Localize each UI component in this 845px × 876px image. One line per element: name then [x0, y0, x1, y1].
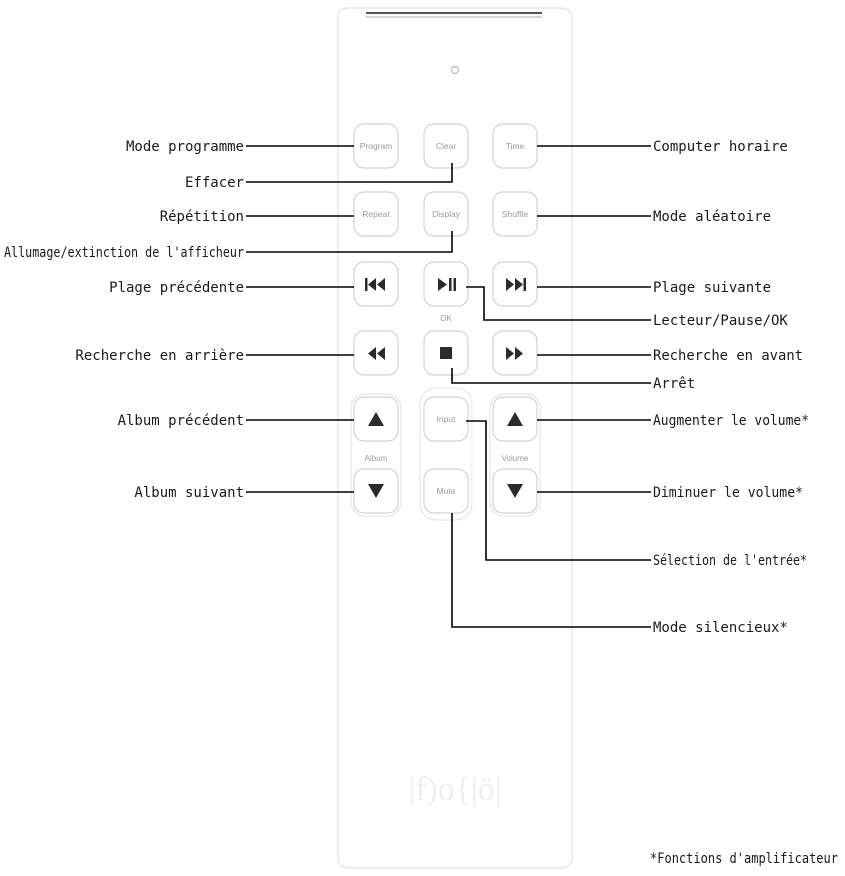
callout-repetition: Répétition	[160, 209, 244, 225]
ir-sensor	[450, 65, 460, 75]
program-button[interactable]: Program	[353, 123, 399, 169]
mute-button[interactable]: Mute	[423, 468, 469, 514]
rewind-button[interactable]	[353, 330, 399, 376]
fast-forward-button[interactable]	[492, 330, 538, 376]
volume-down-button[interactable]	[492, 468, 538, 514]
callout-diminuer-volume: Diminuer le volume*	[653, 485, 803, 501]
up-arrow-icon	[368, 412, 384, 426]
callout-mode-aleatoire: Mode aléatoire	[653, 209, 771, 225]
callout-effacer: Effacer	[185, 175, 244, 191]
play-pause-button[interactable]	[423, 261, 469, 307]
volume-group	[489, 393, 541, 517]
callout-arret: Arrêt	[653, 376, 695, 392]
volume-up-button[interactable]	[492, 396, 538, 442]
album-group	[350, 393, 402, 517]
up-arrow-icon	[507, 412, 523, 426]
callout-mode-silencieux: Mode silencieux*	[653, 620, 788, 636]
shuffle-button[interactable]: Shuffle	[492, 191, 538, 237]
stop-icon	[440, 347, 452, 359]
input-button-label: Input	[437, 414, 457, 424]
leader-lines	[246, 145, 651, 628]
fast-forward-icon	[506, 347, 523, 360]
callout-recherche-avant: Recherche en avant	[653, 348, 803, 364]
skip-forward-icon	[506, 278, 526, 291]
display-button[interactable]: Display	[423, 191, 469, 237]
album-label: Album	[365, 454, 388, 463]
brand-logo: |f)o{|ö|	[408, 771, 501, 808]
skip-back-icon	[365, 278, 385, 291]
repeat-button-label: Repeat	[362, 209, 390, 219]
callout-computer-horaire: Computer horaire	[653, 139, 788, 155]
callout-mode-programme: Mode programme	[126, 139, 244, 155]
down-arrow-icon	[507, 484, 523, 498]
repeat-button[interactable]: Repeat	[353, 191, 399, 237]
footnote: *Fonctions d'amplificateur	[650, 851, 838, 867]
clear-button[interactable]: Clear	[423, 123, 469, 169]
callout-allumage: Allumage/extinction de l'afficheur	[4, 245, 244, 261]
shuffle-button-label: Shuffle	[502, 209, 529, 219]
previous-track-button[interactable]	[353, 261, 399, 307]
next-track-button[interactable]	[492, 261, 538, 307]
mute-button-label: Mute	[437, 486, 456, 496]
callout-lecteur-pause-ok: Lecteur/Pause/OK	[653, 313, 788, 329]
input-mute-group	[419, 387, 473, 521]
volume-label: Volume	[502, 454, 529, 463]
time-button-label: Time	[506, 141, 525, 151]
callout-album-suivant: Album suivant	[134, 485, 244, 501]
album-up-button[interactable]	[353, 396, 399, 442]
down-arrow-icon	[368, 484, 384, 498]
callout-recherche-arriere: Recherche en arrière	[75, 348, 244, 364]
ok-label: OK	[440, 314, 452, 323]
play-pause-icon	[438, 278, 456, 291]
stop-button[interactable]	[423, 330, 469, 376]
program-button-label: Program	[360, 141, 393, 151]
rewind-icon	[368, 347, 385, 360]
callout-album-precedent: Album précédent	[118, 413, 244, 429]
time-button[interactable]: Time	[492, 123, 538, 169]
input-button[interactable]: Input	[423, 396, 469, 442]
display-button-label: Display	[432, 209, 461, 219]
album-down-button[interactable]	[353, 468, 399, 514]
callout-augmenter-volume: Augmenter le volume*	[653, 413, 809, 429]
clear-button-label: Clear	[436, 141, 456, 151]
callout-selection-entree: Sélection de l'entrée*	[653, 553, 807, 569]
callout-plage-suivante: Plage suivante	[653, 280, 771, 296]
callout-plage-precedente: Plage précédente	[109, 280, 244, 296]
